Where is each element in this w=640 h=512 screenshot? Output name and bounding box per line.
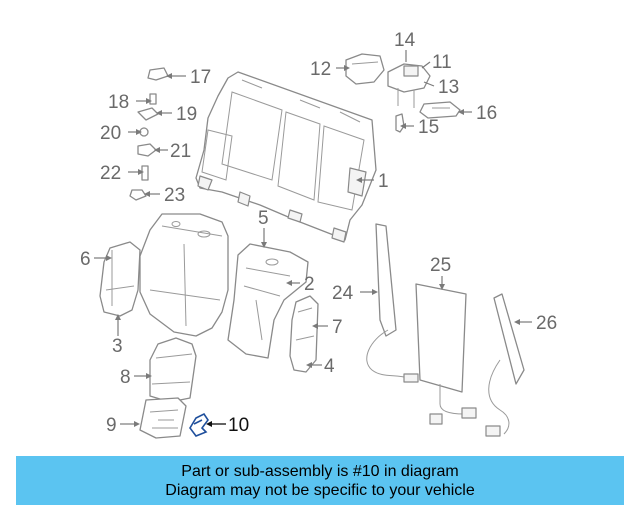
- info-banner: Part or sub-assembly is #10 in diagram D…: [16, 456, 624, 505]
- hinge-bracket-part-10: [189, 412, 209, 437]
- side-heater-element-right: [485, 293, 525, 437]
- callout-26: 26: [536, 313, 557, 334]
- callout-3: 3: [112, 336, 123, 357]
- callout-11: 11: [432, 52, 452, 73]
- latch-cover: [419, 101, 461, 119]
- callout-15: 15: [418, 117, 439, 138]
- callout-17: 17: [190, 67, 211, 88]
- callout-20: 20: [100, 123, 121, 144]
- headrest-guide: [395, 113, 405, 133]
- callout-16: 16: [476, 103, 497, 124]
- pin-22: [141, 165, 149, 181]
- callout-22: 22: [100, 163, 121, 184]
- small-hardware: [129, 67, 169, 201]
- callout-1: 1: [378, 171, 389, 192]
- banner-line-disclaimer: Diagram may not be specific to your vehi…: [165, 481, 475, 499]
- seat-heater-pad: [415, 283, 477, 425]
- callout-14: 14: [394, 30, 416, 51]
- callout-18: 18: [108, 92, 129, 113]
- callout-9: 9: [106, 415, 117, 436]
- callout-24: 24: [332, 283, 354, 304]
- left-backrest-pad: [99, 241, 141, 317]
- armrest: [149, 337, 197, 403]
- callout-12: 12: [310, 59, 331, 80]
- headrest: [387, 63, 431, 108]
- right-backrest-pad: [289, 295, 319, 373]
- bolt-18: [149, 93, 157, 105]
- parts-diagram: 1 2 3 4 5 6 7 8 9 10 11 12 13 14 15 16 1…: [80, 30, 557, 439]
- banner-line-part-number: Part or sub-assembly is #10 in diagram: [181, 462, 459, 480]
- callout-13: 13: [438, 77, 459, 98]
- seat-back-frame: [195, 71, 377, 243]
- callout-21: 21: [170, 141, 191, 162]
- bolt-23: [129, 189, 147, 201]
- seat-back-cover: [139, 213, 229, 337]
- callout-10: 10: [228, 415, 249, 436]
- bracket-19: [137, 107, 159, 121]
- clip-17: [147, 67, 169, 81]
- callout-19: 19: [176, 104, 197, 125]
- callout-5: 5: [258, 208, 269, 229]
- center-backrest-cover: [227, 243, 309, 359]
- callout-labels: 1 2 3 4 5 6 7 8 9 10 11 12 13 14 15 16 1…: [80, 30, 557, 436]
- callout-2: 2: [304, 274, 315, 295]
- callout-7: 7: [332, 317, 343, 338]
- callout-25: 25: [430, 255, 451, 276]
- callout-4: 4: [324, 356, 335, 377]
- clip-21: [137, 143, 157, 157]
- callout-8: 8: [120, 367, 131, 388]
- headrest-pad: [345, 53, 385, 85]
- side-heater-element: [366, 223, 419, 383]
- callout-23: 23: [164, 185, 185, 206]
- armrest-base: [139, 397, 187, 439]
- callout-6: 6: [80, 249, 91, 270]
- leader-lines: [94, 50, 532, 427]
